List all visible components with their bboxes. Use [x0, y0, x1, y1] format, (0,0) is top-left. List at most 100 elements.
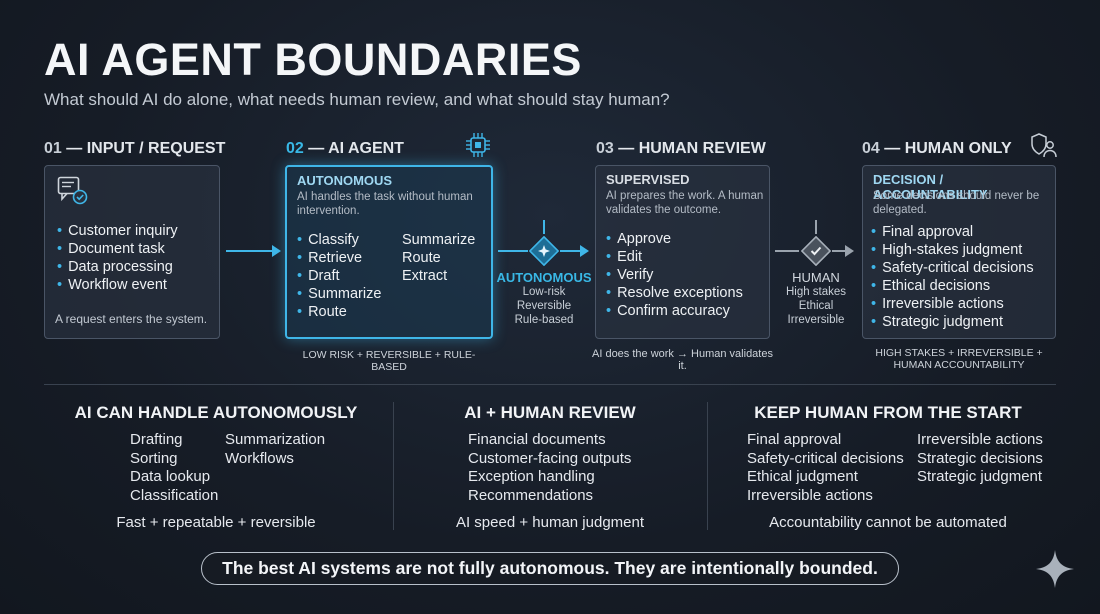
- arrow-node-stem: [543, 220, 545, 234]
- arrow-node-to-review: [560, 250, 582, 252]
- ai-agent-criteria: LOW RISK + REVERSIBLE + RULE-BASED: [302, 349, 476, 373]
- section-review-footer: AI speed + human judgment: [455, 514, 645, 531]
- arrow-head: [272, 245, 281, 257]
- step-02-title: AI AGENT: [328, 140, 404, 157]
- column-divider: [393, 402, 394, 530]
- list-item: Strategic judgment: [917, 468, 1043, 485]
- list-item: •Confirm accuracy: [606, 303, 730, 319]
- autonomous-node-title: AUTONOMOUS: [496, 270, 592, 285]
- list-item: •Resolve exceptions: [606, 285, 743, 301]
- human-review-items: •Approve •Edit •Verify •Resolve exceptio…: [606, 230, 743, 320]
- step-03-title: HUMAN REVIEW: [638, 140, 766, 157]
- bullet-dot: •: [606, 285, 612, 301]
- list-item: •Ethical decisions: [871, 278, 991, 294]
- human-node-line: High stakes: [785, 286, 847, 298]
- ai-agent-kicker: AUTONOMOUS: [297, 173, 393, 188]
- list-item: •Document task: [57, 241, 165, 257]
- step-03-heading: 03 — HUMAN REVIEW: [596, 140, 766, 157]
- autonomous-node-line: Rule-based: [514, 314, 574, 326]
- step-02-heading: 02 — AI AGENT: [286, 140, 404, 157]
- conclusion-banner: The best AI systems are not fully autono…: [201, 552, 899, 585]
- arrow-node-to-human: [832, 250, 846, 252]
- list-item: Extract: [402, 268, 448, 284]
- bullet-dot: •: [297, 268, 303, 284]
- page-subtitle: What should AI do alone, what needs huma…: [44, 90, 670, 109]
- list-item: •Strategic judgment: [871, 314, 1003, 330]
- list-item: •Workflow event: [57, 277, 167, 293]
- bullet-dot: •: [57, 241, 63, 257]
- bullet-dot: •: [297, 232, 303, 248]
- bullet-dot: •: [57, 277, 63, 293]
- input-items-list: •Customer inquiry •Document task •Data p…: [57, 222, 178, 294]
- section-human-footer: Accountability cannot be automated: [769, 514, 1007, 531]
- list-item: Ethical judgment: [747, 468, 858, 485]
- user-shield-icon: [1031, 133, 1057, 158]
- list-item: Summarize: [402, 232, 476, 248]
- human-node-title: HUMAN: [792, 270, 840, 285]
- bullet-dot: •: [297, 286, 303, 302]
- criteria-line: HUMAN ACCOUNTABILITY: [893, 359, 1025, 371]
- section-review-col1: Financial documents Customer-facing outp…: [468, 431, 631, 505]
- bullet-dot: •: [871, 278, 877, 294]
- bullet-dot: •: [297, 304, 303, 320]
- arrow-agent-to-node: [498, 250, 528, 252]
- list-item: •Summarize: [297, 286, 382, 302]
- section-autonomous-col1: Drafting Sorting Data lookup Classificat…: [130, 431, 218, 505]
- list-item: •Customer inquiry: [57, 223, 178, 239]
- human-node-stem: [815, 220, 817, 234]
- list-item: Strategic decisions: [917, 449, 1043, 467]
- section-human-col1: Final approval Safety-critical decisions…: [747, 431, 904, 505]
- human-node-line: Ethical: [798, 300, 834, 312]
- step-01-title: INPUT / REQUEST: [86, 140, 226, 157]
- list-item: Final approval: [747, 431, 842, 448]
- section-autonomous-col2: Summarization Workflows: [225, 431, 325, 468]
- list-item: •High-stakes judgment: [871, 242, 1023, 258]
- arrow-head: [845, 245, 854, 257]
- section-autonomous-title: AI CAN HANDLE AUTONOMOUSLY: [74, 403, 358, 422]
- bullet-dot: •: [871, 314, 877, 330]
- list-item: •Verify: [606, 267, 654, 283]
- list-item: Irreversible actions: [747, 486, 873, 504]
- bullet-dot: •: [871, 242, 877, 258]
- step-02-number: 02: [286, 140, 304, 157]
- list-item: •Route: [297, 304, 347, 320]
- step-03-number: 03: [596, 140, 614, 157]
- list-item: Drafting: [130, 431, 183, 448]
- step-01-heading: 01 — INPUT / REQUEST: [44, 140, 226, 157]
- list-item: Irreversible actions: [917, 431, 1043, 448]
- bullet-dot: •: [606, 267, 612, 283]
- step-04-number: 04: [862, 140, 880, 157]
- bullet-dot: •: [606, 231, 612, 247]
- bullet-dot: •: [297, 250, 303, 266]
- page-title: AI AGENT BOUNDARIES: [44, 34, 582, 85]
- human-only-card: DECISION / ACCOUNTABILITY Some decisions…: [862, 165, 1056, 339]
- list-item: Summarization: [225, 431, 326, 448]
- list-item: •Classify: [297, 232, 359, 248]
- section-human-col2: Irreversible actions Strategic decisions…: [917, 431, 1043, 487]
- ai-agent-description: AI handles the task without human interv…: [297, 191, 473, 217]
- list-item: Recommendations: [468, 486, 594, 504]
- list-item: •Retrieve: [297, 250, 363, 266]
- step-01-number: 01: [44, 140, 62, 157]
- human-review-description: AI prepares the work. A human validates …: [606, 190, 764, 216]
- input-request-card: •Customer inquiry •Document task •Data p…: [44, 165, 220, 339]
- arrow-input-to-agent: [226, 250, 274, 252]
- list-item: Data lookup: [130, 468, 211, 485]
- bullet-dot: •: [871, 260, 877, 276]
- human-only-kicker: DECISION / ACCOUNTABILITY: [873, 172, 988, 202]
- human-node-label: HUMAN High stakes Ethical Irreversible: [770, 271, 862, 327]
- arrow-review-to-node: [775, 250, 799, 252]
- human-only-description: Some decisions should never be delegated…: [873, 190, 1040, 216]
- list-item: •Safety-critical decisions: [871, 260, 1034, 276]
- autonomous-node-line: Reversible: [516, 300, 572, 312]
- section-review-title: AI + HUMAN REVIEW: [464, 403, 636, 422]
- list-item: Workflows: [225, 449, 294, 467]
- human-review-criteria: AI does the work → Human validates it.: [592, 348, 773, 372]
- bullet-dot: •: [606, 303, 612, 319]
- section-autonomous-footer: Fast + repeatable + reversible: [116, 514, 316, 531]
- ai-agent-items-left: •Classify •Retrieve •Draft •Summarize •R…: [297, 231, 381, 321]
- diamond-check-icon: [801, 236, 831, 266]
- ai-agent-card: AUTONOMOUS AI handles the task without h…: [285, 165, 493, 339]
- section-human-title: KEEP HUMAN FROM THE START: [754, 403, 1022, 422]
- bullet-dot: •: [57, 259, 63, 275]
